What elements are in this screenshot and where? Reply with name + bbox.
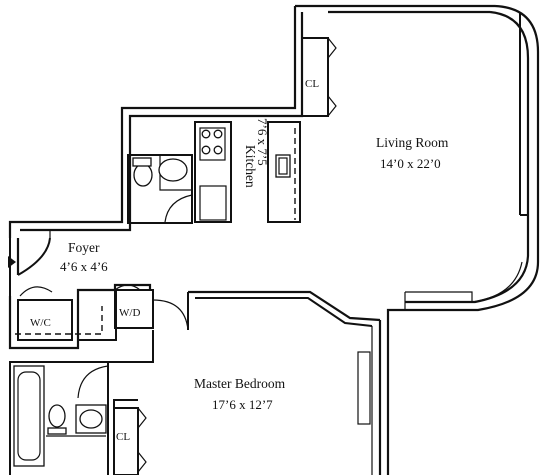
bedroom-closet-top [113,399,138,408]
washer-dryer-label: W/D [119,307,140,319]
bedroom-right-wall [378,308,405,475]
entry-door-swing [9,237,51,296]
bedroom-closet: CL [113,399,147,475]
walk-in-closet-label: W/C [30,317,51,329]
bedroom-top-wall [188,290,381,322]
bedroom-closet-label: CL [116,431,130,443]
master-bedroom-label: Master Bedroom [194,376,286,391]
window-frame [404,291,473,310]
bedroom-closet-box [113,407,139,475]
walk-in-closet-door [19,286,53,297]
living-room-top-wall [295,4,495,14]
bedroom-window [357,351,371,425]
master-bath-door-swing [77,365,109,399]
walk-in-closet-area: W/C W/D [8,283,154,475]
washer-dryer-door [114,284,141,291]
bedroom-door-swing [152,299,189,331]
bathtub-inner [17,371,41,461]
kitchen-cabinet [199,185,227,221]
living-room-label: Living Room [376,135,449,150]
washer-dryer-box [114,289,154,329]
foyer-dimensions: 4’6 x 4’6 [60,259,108,274]
living-room: Living Room 14’0 x 22’0 [376,135,449,171]
walk-in-closet-inner [77,289,117,341]
master-bedroom-dimensions: 17’6 x 12’7 [212,397,273,412]
toilet-icon [133,163,153,187]
living-room-dimensions: 14’0 x 22’0 [380,156,441,171]
master-bedroom: Master Bedroom 17’6 x 12’7 [188,290,381,475]
window-curve [471,261,523,303]
master-bath-walls [9,362,109,475]
toilet-icon [48,404,66,428]
kitchen-label: Kitchen [243,145,258,188]
kitchen: Kitchen 7’6 x 7’5 [194,118,301,223]
foyer: Foyer 4’6 x 4’6 [8,230,108,296]
master-bath [9,362,109,475]
powder-room [127,154,193,224]
living-room-closet: CL [301,37,337,117]
bedroom-closet-doors [137,407,147,473]
toilet-tank [47,427,67,435]
bathtub-icon [13,365,45,467]
living-room-closet-box [301,37,329,117]
living-room-outer-wall [8,6,297,275]
closet-doors [327,37,337,117]
bedroom-door [152,292,189,331]
walk-in-closet-shelf [15,306,103,335]
entrance-arrow-icon [8,256,16,268]
walk-in-closet-box [17,299,73,341]
stove-icon [199,127,226,161]
kitchen-counter-right [267,121,301,223]
living-room-right-step [519,12,528,216]
kitchen-counter-left [194,121,232,223]
powder-room-sink [158,158,188,182]
kitchen-dimensions: 7’6 x 7’5 [255,118,270,166]
powder-room-door-swing [164,194,193,223]
living-room-closet-label: CL [305,78,319,90]
master-bath-sink [79,409,103,429]
bedroom-top-inner-wall [195,297,373,327]
foyer-label: Foyer [68,240,100,255]
